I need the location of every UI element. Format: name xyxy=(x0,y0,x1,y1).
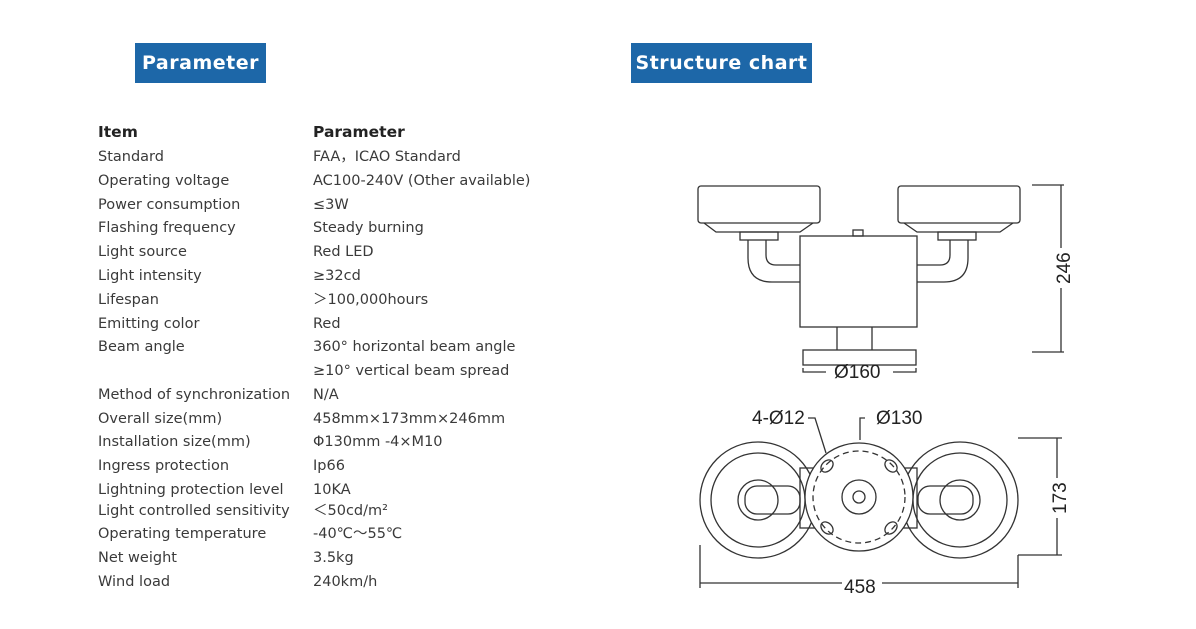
table-row: Standard FAA，ICAO Standard xyxy=(98,146,558,168)
parameter-value: Ip66 xyxy=(313,458,345,474)
side-view: Ø160 246 xyxy=(697,184,1075,383)
parameter-value: 10KA xyxy=(313,482,351,498)
item-label: Light intensity xyxy=(98,268,202,284)
table-row: Method of synchronization N/A xyxy=(98,384,558,406)
bottom-view: 4-Ø12 Ø130 173 458 xyxy=(699,408,1071,598)
item-label: Standard xyxy=(98,149,164,165)
item-label: Overall size(mm) xyxy=(98,411,223,427)
table-row: Operating voltage AC100-240V (Other avail… xyxy=(98,170,558,192)
parameter-value: ≥10° vertical beam spread xyxy=(313,363,510,379)
parameter-section-title: Parameter xyxy=(135,43,266,83)
item-label: Net weight xyxy=(98,550,177,566)
table-row: Overall size(mm) 458mm×173mm×246mm xyxy=(98,408,558,430)
parameter-value: FAA，ICAO Standard xyxy=(313,149,461,165)
table-row: Light intensity ≥32cd xyxy=(98,265,558,287)
header-item: Item xyxy=(98,123,138,141)
holes-label: 4-Ø12 xyxy=(752,408,805,429)
parameter-value: Steady burning xyxy=(313,220,424,236)
table-row: Light source Red LED xyxy=(98,241,558,263)
table-row: Ingress protection Ip66 xyxy=(98,455,558,477)
item-label: Operating voltage xyxy=(98,173,230,189)
parameter-value: ≥32cd xyxy=(313,268,361,284)
table-row: Net weight 3.5kg xyxy=(98,547,558,569)
table-row: Lightning protection level 10KA xyxy=(98,479,558,501)
table-row: Beam angle 360° horizontal beam angle xyxy=(98,336,558,358)
height-dimension-label: 246 xyxy=(1054,252,1075,284)
depth-dimension-label: 173 xyxy=(1050,482,1071,514)
parameter-value: N/A xyxy=(313,387,339,403)
table-row: Installation size(mm) Φ130mm -4×M10 xyxy=(98,431,558,453)
item-label: Flashing frequency xyxy=(98,220,236,236)
table-header: Item Parameter xyxy=(98,121,558,143)
structure-chart-section-title: Structure chart xyxy=(631,43,812,83)
table-row: Power consumption ≤3W xyxy=(98,194,558,216)
width-dimension-label: 458 xyxy=(844,577,876,598)
item-label: Lifespan xyxy=(98,292,159,308)
parameter-value: Φ130mm -4×M10 xyxy=(313,434,443,450)
parameter-value: ≤3W xyxy=(313,197,349,213)
parameter-value: -40℃～55℃ xyxy=(313,526,403,542)
table-row: Emitting color Red xyxy=(98,313,558,335)
header-parameter: Parameter xyxy=(313,123,405,141)
parameter-value: 3.5kg xyxy=(313,550,354,566)
item-label: Method of synchronization xyxy=(98,387,291,403)
item-label: Ingress protection xyxy=(98,458,230,474)
table-row: Light controlled sensitivity ＜50cd/m² xyxy=(98,500,558,522)
parameter-value: 240km/h xyxy=(313,574,378,590)
item-label: Installation size(mm) xyxy=(98,434,251,450)
parameter-value: 360° horizontal beam angle xyxy=(313,339,516,355)
bolt-circle-label: Ø130 xyxy=(876,408,922,429)
parameter-value: ＜50cd/m² xyxy=(313,503,388,519)
item-label: Emitting color xyxy=(98,316,200,332)
parameter-value: 458mm×173mm×246mm xyxy=(313,411,506,427)
item-label: Power consumption xyxy=(98,197,241,213)
parameter-value: AC100-240V (Other available) xyxy=(313,173,531,189)
item-label: Lightning protection level xyxy=(98,482,284,498)
table-row: Flashing frequency Steady burning xyxy=(98,217,558,239)
table-row: Wind load 240km/h xyxy=(98,571,558,593)
table-row: Operating temperature -40℃～55℃ xyxy=(98,523,558,545)
parameter-value: ＞100,000hours xyxy=(313,292,429,308)
item-label: Operating temperature xyxy=(98,526,267,542)
item-label: Wind load xyxy=(98,574,171,590)
base-diameter-label: Ø160 xyxy=(834,362,880,383)
item-label: Light controlled sensitivity xyxy=(98,503,290,519)
item-label: Light source xyxy=(98,244,187,260)
parameter-value: Red LED xyxy=(313,244,374,260)
table-row: Lifespan ＞100,000hours xyxy=(98,289,558,311)
item-label: Beam angle xyxy=(98,339,185,355)
parameter-value: Red xyxy=(313,316,341,332)
table-row: ≥10° vertical beam spread xyxy=(98,360,558,382)
